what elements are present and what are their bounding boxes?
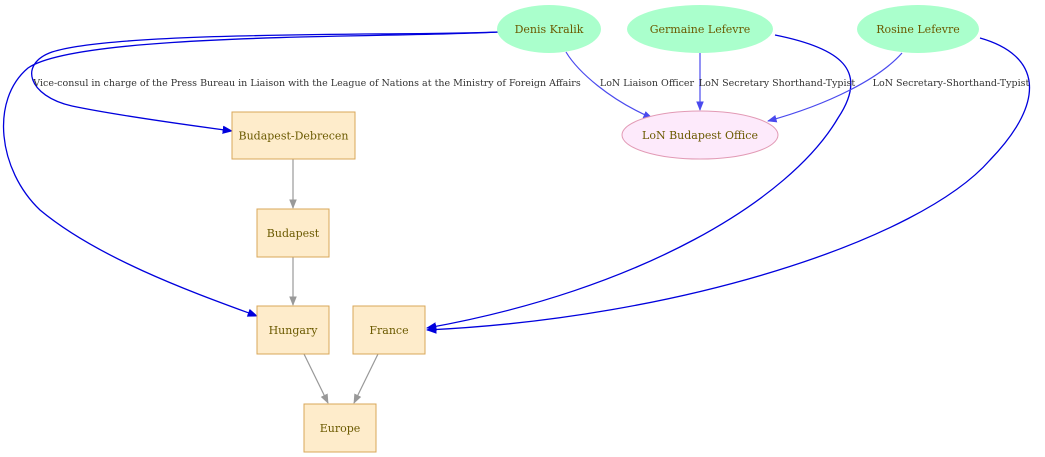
node-lon-budapest-office[interactable]: LoN Budapest Office: [621, 110, 779, 160]
edge-label-liaison-officer: LoN Liaison Officer: [600, 78, 695, 89]
node-budapest-debrecen[interactable]: Budapest-Debrecen: [231, 111, 356, 160]
node-germaine-lefevre[interactable]: Germaine Lefevre: [627, 5, 773, 53]
node-label-rosine-lefevre: Rosine Lefevre: [876, 23, 960, 36]
node-france[interactable]: France: [352, 305, 426, 355]
edge-rosine-france: [425, 37, 1030, 334]
edge-denis-hungary: [2, 31, 499, 317]
edge-denis-budapest-debrecen: [31, 31, 499, 134]
node-label-germaine-lefevre: Germaine Lefevre: [650, 23, 751, 36]
node-label-france: France: [369, 324, 408, 337]
edge-hungary-europe: [303, 353, 329, 404]
node-label-denis-kralik: Denis Kralik: [515, 23, 584, 36]
edge-label-germaine-role: LoN Secretary Shorthand-Typist: [699, 78, 856, 89]
edge-germaine-france: [425, 34, 852, 331]
node-label-budapest: Budapest: [267, 227, 320, 240]
node-label-europe: Europe: [320, 422, 361, 435]
node-europe[interactable]: Europe: [303, 403, 377, 453]
node-label-budapest-debrecen: Budapest-Debrecen: [239, 130, 349, 143]
node-hungary[interactable]: Hungary: [256, 305, 330, 355]
node-budapest[interactable]: Budapest: [256, 208, 330, 258]
node-label-hungary: Hungary: [269, 324, 319, 337]
node-label-lon-budapest-office: LoN Budapest Office: [642, 129, 758, 142]
edge-label-rosine-role: LoN Secretary-Shorthand-Typist: [873, 78, 1030, 89]
edge-label-vice-consul: Vice-consul in charge of the Press Burea…: [32, 78, 581, 89]
edge-rosine-lon-office: [767, 52, 903, 123]
node-rosine-lefevre[interactable]: Rosine Lefevre: [857, 5, 979, 53]
node-denis-kralik[interactable]: Denis Kralik: [497, 5, 601, 53]
edge-france-europe: [353, 353, 379, 404]
edge-denis-lon-office: [565, 51, 653, 119]
